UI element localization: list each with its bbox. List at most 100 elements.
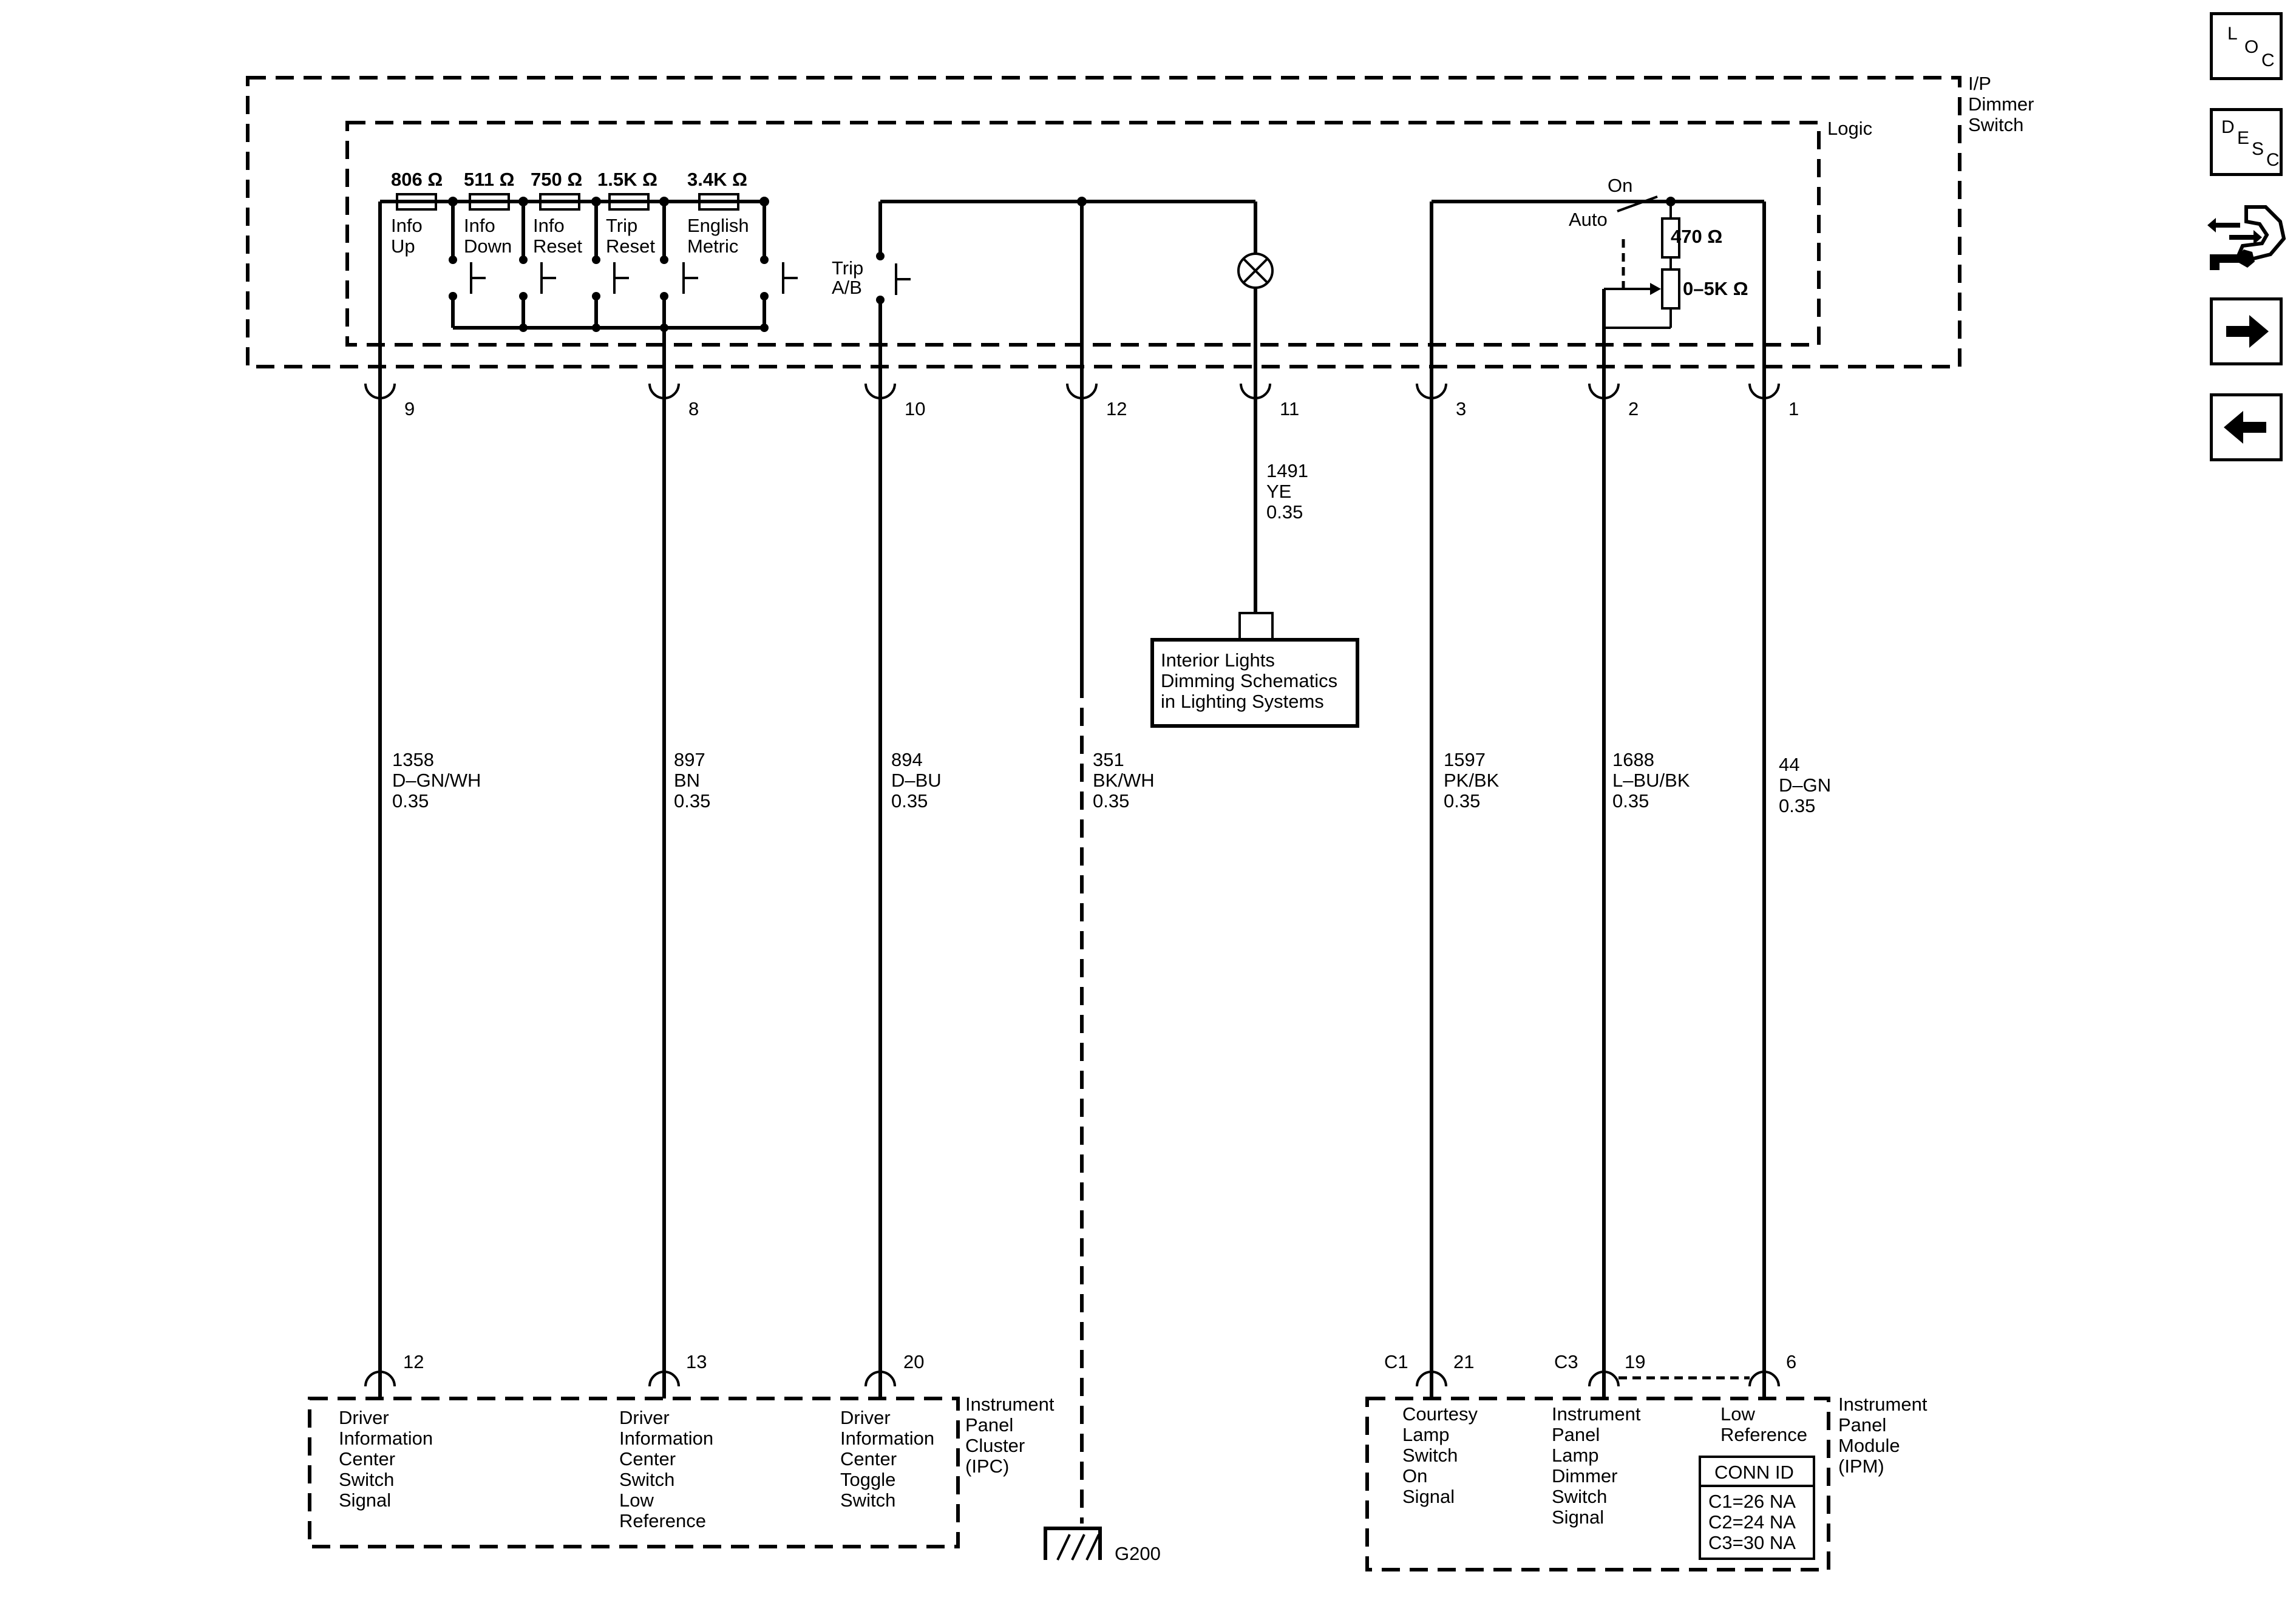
svg-text:Low: Low	[1720, 1403, 1755, 1425]
svg-text:On: On	[1402, 1465, 1427, 1486]
desc-letter-c: C	[2266, 150, 2280, 170]
next-page-button[interactable]	[2210, 297, 2283, 365]
svg-text:351: 351	[1093, 749, 1124, 770]
svg-text:1358: 1358	[392, 749, 434, 770]
svg-text:Driver: Driver	[339, 1407, 389, 1428]
resistor-3-4k-value: 3.4K Ω	[687, 169, 747, 190]
loc-button[interactable]: L O C	[2210, 12, 2283, 80]
potentiometer	[1661, 268, 1680, 310]
svg-text:Driver: Driver	[619, 1407, 670, 1428]
svg-text:0.35: 0.35	[1612, 790, 1649, 812]
pin-1: 1	[1788, 398, 1799, 419]
svg-text:13: 13	[686, 1351, 707, 1372]
top-connector-pins: 9 8 10 12 11 3 2 1	[364, 383, 1799, 419]
svg-text:(IPM): (IPM)	[1838, 1456, 1884, 1477]
ip-dimmer-switch-label: I/P Dimmer Switch	[1968, 73, 2034, 135]
dimmer-circuit: 470 Ω 0–5K Ω On Auto	[1430, 175, 1766, 376]
previous-page-button[interactable]	[2210, 393, 2283, 461]
svg-text:Signal: Signal	[1552, 1507, 1604, 1528]
desc-button[interactable]: D E S C	[2210, 108, 2283, 176]
svg-text:Down: Down	[464, 236, 512, 257]
svg-text:Signal: Signal	[1402, 1486, 1455, 1507]
svg-text:Dimmer: Dimmer	[1552, 1465, 1618, 1486]
desc-letter-e: E	[2237, 128, 2250, 148]
svg-text:On: On	[1608, 175, 1632, 196]
pin-11: 11	[1280, 398, 1299, 419]
svg-text:Reset: Reset	[533, 236, 582, 257]
lamp-wire-label: 1491 YE 0.35	[1266, 460, 1308, 523]
svg-text:Switch: Switch	[619, 1469, 674, 1490]
svg-text:Signal: Signal	[339, 1490, 391, 1511]
bottom-connector-pins: 12 13 20 C1 21 C3 19 6	[364, 1351, 1796, 1398]
svg-text:(IPC): (IPC)	[965, 1456, 1009, 1477]
svg-text:Up: Up	[391, 236, 415, 257]
svg-text:0.35: 0.35	[1093, 790, 1129, 812]
svg-text:Panel: Panel	[1838, 1414, 1886, 1436]
svg-text:21: 21	[1453, 1351, 1474, 1372]
svg-text:Reference: Reference	[619, 1510, 706, 1531]
svg-text:Center: Center	[840, 1448, 897, 1470]
svg-text:0.35: 0.35	[1266, 501, 1303, 523]
reference-connector-icon	[1238, 612, 1274, 640]
svg-text:1688: 1688	[1612, 749, 1654, 770]
resistor-750-value: 750 Ω	[531, 169, 582, 190]
svg-text:0.35: 0.35	[1779, 795, 1815, 816]
svg-text:L–BU/BK: L–BU/BK	[1612, 770, 1690, 791]
resistor-750	[539, 193, 580, 211]
svg-text:English: English	[687, 215, 749, 236]
svg-text:Switch: Switch	[840, 1490, 895, 1511]
svg-text:Toggle: Toggle	[840, 1469, 895, 1490]
svg-text:Cluster: Cluster	[965, 1435, 1025, 1456]
svg-text:D–GN: D–GN	[1779, 775, 1831, 796]
svg-text:Information: Information	[339, 1428, 433, 1449]
svg-text:C2=24 NA: C2=24 NA	[1708, 1511, 1796, 1533]
svg-text:Center: Center	[619, 1448, 676, 1470]
svg-text:C1=26 NA: C1=26 NA	[1708, 1491, 1796, 1512]
svg-text:Metric: Metric	[687, 236, 738, 257]
logic-label: Logic	[1827, 118, 1872, 139]
svg-text:C3=30 NA: C3=30 NA	[1708, 1532, 1796, 1553]
svg-text:894: 894	[891, 749, 923, 770]
svg-text:Auto: Auto	[1569, 209, 1608, 230]
service-procedure-button[interactable]	[2204, 203, 2289, 276]
resistor-806	[396, 193, 437, 211]
loc-letter-o: O	[2244, 37, 2259, 57]
pin-12: 12	[1106, 398, 1127, 419]
svg-text:G200: G200	[1115, 1543, 1161, 1564]
svg-text:Info: Info	[391, 215, 423, 236]
svg-text:Switch: Switch	[1968, 114, 2023, 135]
interior-lights-reference[interactable]: Interior Lights Dimming Schematics in Li…	[1150, 638, 1359, 728]
svg-text:Low: Low	[619, 1490, 654, 1511]
svg-text:20: 20	[903, 1351, 924, 1372]
svg-text:D–GN/WH: D–GN/WH	[392, 770, 481, 791]
svg-text:12: 12	[403, 1351, 424, 1372]
svg-text:Lamp: Lamp	[1402, 1424, 1450, 1445]
svg-text:Panel: Panel	[1552, 1424, 1600, 1445]
svg-text:Dimmer: Dimmer	[1968, 93, 2034, 115]
svg-text:in Lighting Systems: in Lighting Systems	[1161, 691, 1324, 712]
ground-g200: G200	[1044, 1527, 1161, 1564]
svg-text:Switch: Switch	[1552, 1486, 1607, 1507]
svg-text:0.35: 0.35	[1444, 790, 1480, 812]
loc-letter-c: C	[2261, 50, 2275, 70]
resistor-806-value: 806 Ω	[391, 169, 443, 190]
svg-text:Courtesy: Courtesy	[1402, 1403, 1478, 1425]
svg-text:470 Ω: 470 Ω	[1671, 226, 1722, 247]
svg-text:Lamp: Lamp	[1552, 1445, 1599, 1466]
resistor-1-5k	[608, 193, 650, 211]
svg-text:C3: C3	[1554, 1351, 1578, 1372]
svg-text:Info: Info	[464, 215, 495, 236]
svg-text:Module: Module	[1838, 1435, 1900, 1456]
svg-text:CONN ID: CONN ID	[1714, 1462, 1794, 1483]
resistor-ladder: 806 Ω 511 Ω 750 Ω 1.5K Ω 3.4K Ω	[380, 169, 798, 332]
svg-text:Reset: Reset	[606, 236, 655, 257]
pin-10: 10	[905, 398, 925, 419]
indicator-lamp-icon	[1237, 253, 1274, 289]
svg-text:0.35: 0.35	[891, 790, 928, 812]
svg-text:Interior Lights: Interior Lights	[1161, 649, 1275, 671]
svg-text:Instrument: Instrument	[965, 1394, 1055, 1415]
svg-text:0.35: 0.35	[392, 790, 429, 812]
svg-text:0.35: 0.35	[674, 790, 710, 812]
svg-text:Info: Info	[533, 215, 565, 236]
